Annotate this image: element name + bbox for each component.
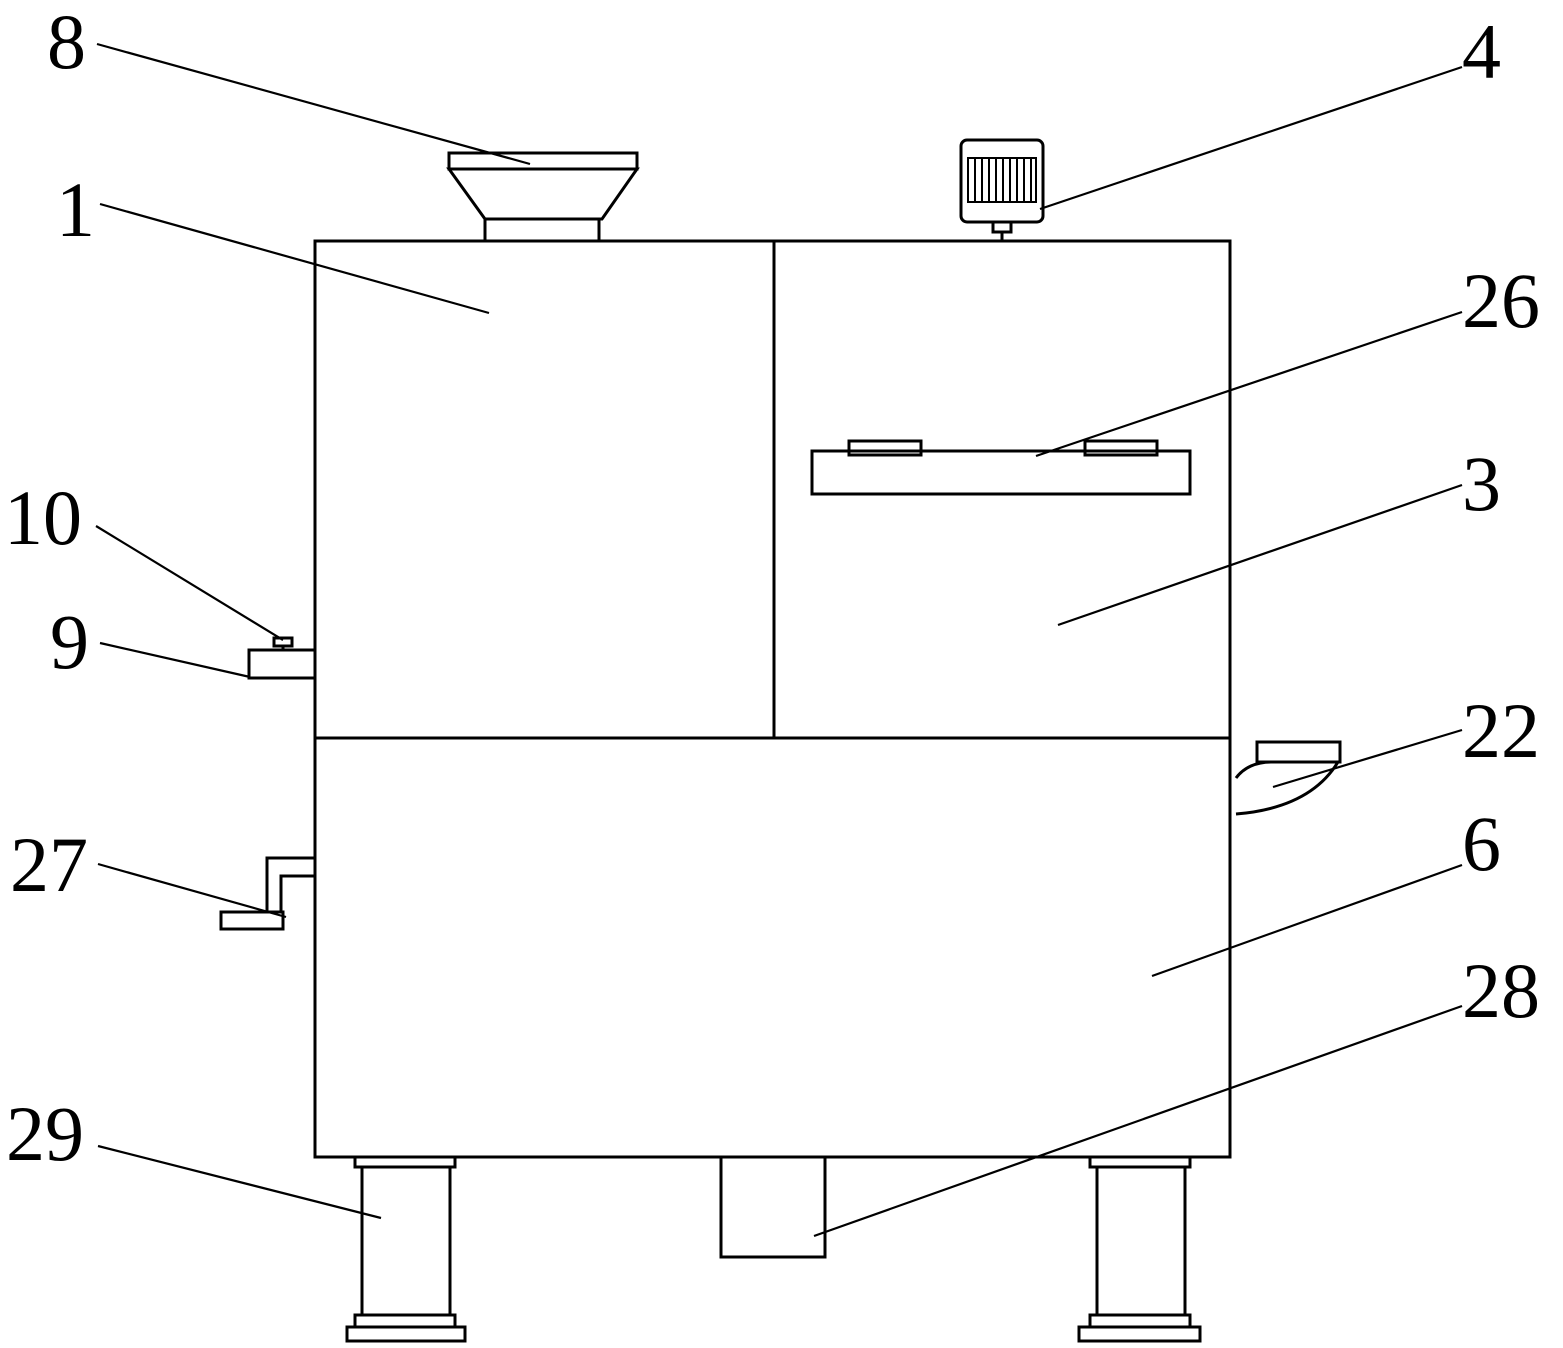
leader-27 [97,862,287,919]
leader-4 [1039,65,1463,211]
crank-grip [219,910,285,931]
hopper-rim [447,151,639,171]
slide-rail [810,439,1192,496]
leg-right-base-upper [1088,1313,1192,1329]
callout-6: 6 [1462,800,1501,887]
support-leg-left [345,1155,467,1343]
outlet-block [247,648,317,680]
leader-9 [99,641,251,679]
leg-left-column [360,1165,452,1317]
leader-1 [99,202,490,315]
callout-4: 4 [1462,8,1501,95]
main-housing [313,239,1232,1159]
callout-10: 10 [4,474,82,561]
leg-left-foot [345,1325,467,1343]
leader-29 [97,1144,382,1220]
leader-lines [95,42,1463,1238]
motor [959,138,1045,241]
callout-29: 29 [6,1090,84,1177]
leader-3 [1057,483,1463,627]
callout-3: 3 [1462,440,1501,527]
leg-right-column [1095,1165,1187,1317]
callout-22: 22 [1462,687,1540,774]
callout-1: 1 [56,166,95,253]
support-leg-right [1077,1155,1202,1343]
rail-slider-left [847,439,923,457]
motor-coupling [991,220,1013,234]
callout-26: 26 [1462,257,1540,344]
leader-10 [95,525,284,641]
leader-6 [1151,863,1463,978]
crank-arm-outer [265,856,315,912]
leader-8 [96,42,531,166]
callout-8: 8 [47,0,86,85]
side-outlet [247,636,317,680]
leader-26 [1035,310,1463,458]
leg-right-foot [1077,1325,1202,1343]
callout-27: 27 [10,821,88,908]
spout-cap [1255,740,1342,764]
crank-arm-inner [279,874,315,912]
leg-left-base-upper [353,1313,457,1329]
callout-9: 9 [50,598,89,685]
pipe-body [719,1155,827,1259]
spout-upper-curve [1234,760,1273,779]
hopper-funnel [446,167,640,221]
leader-22 [1272,728,1463,789]
rail-slider-right [1083,439,1159,457]
crank-handle [219,856,315,931]
motor-fins [974,158,1032,202]
callout-labels: 8 4 1 26 3 10 9 22 6 27 28 29 [4,0,1540,1177]
discharge-pipe [719,1155,827,1259]
callout-28: 28 [1462,947,1540,1034]
leader-28 [813,1004,1463,1238]
side-spout [1234,740,1342,816]
rail-body [810,449,1192,496]
feed-hopper [446,151,640,243]
spout-lower-curve [1235,761,1340,816]
hopper-neck [483,217,601,243]
